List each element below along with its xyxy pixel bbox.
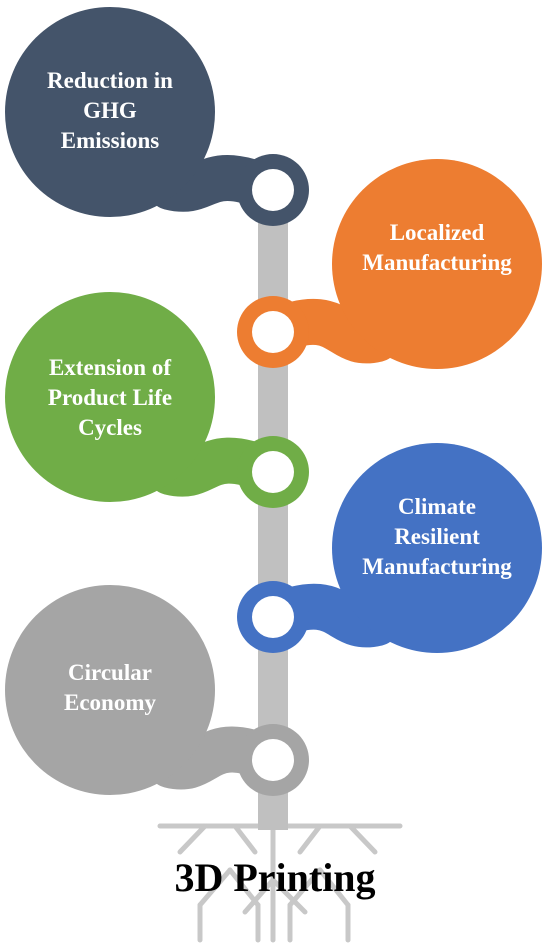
roots: [157, 823, 403, 943]
root-branch: [197, 867, 233, 908]
root-branch: [232, 823, 258, 855]
bubble-label-line: Product Life: [48, 385, 172, 410]
benefit-bubble: Reduction in GHG Emissions: [5, 7, 309, 226]
node-hole: [252, 169, 294, 211]
bubble-circle: [332, 159, 542, 369]
bubble-label-line: GHG: [83, 98, 137, 123]
root-branch: [242, 877, 276, 915]
bubble-label-line: Manufacturing: [362, 554, 512, 579]
bubble-circle: [332, 443, 542, 653]
root-branch: [227, 867, 261, 908]
node-hole: [252, 451, 294, 493]
bubble-label-line: Manufacturing: [362, 250, 512, 275]
node-hole: [252, 311, 294, 353]
bubble-label-line: Localized: [390, 220, 485, 245]
bubble-circle: [5, 292, 215, 502]
root-branch: [297, 823, 323, 855]
node-hole: [252, 739, 294, 781]
bubble-label-line: Resilient: [394, 524, 480, 549]
bubble-circle: [5, 7, 215, 217]
bubble-label-line: Climate: [398, 494, 476, 519]
root-branch: [177, 823, 208, 855]
root-branch: [317, 867, 351, 908]
node-hole: [252, 596, 294, 638]
bubble-label-line: Economy: [64, 690, 157, 715]
bubble-label-line: Cycles: [78, 415, 142, 440]
bubble-label-line: Circular: [68, 660, 152, 685]
bubble-label-line: Emissions: [61, 128, 159, 153]
bubble-circle: [5, 585, 215, 795]
root-branch: [287, 867, 323, 908]
root-branch: [347, 823, 378, 855]
bubble-label-line: Reduction in: [47, 68, 173, 93]
root-branch: [270, 877, 308, 915]
benefit-bubbles: Reduction in GHG EmissionsLocalizedManufac…: [5, 7, 542, 796]
bubble-label-line: Extension of: [49, 355, 171, 380]
diagram-title: 3D Printing: [174, 855, 375, 900]
